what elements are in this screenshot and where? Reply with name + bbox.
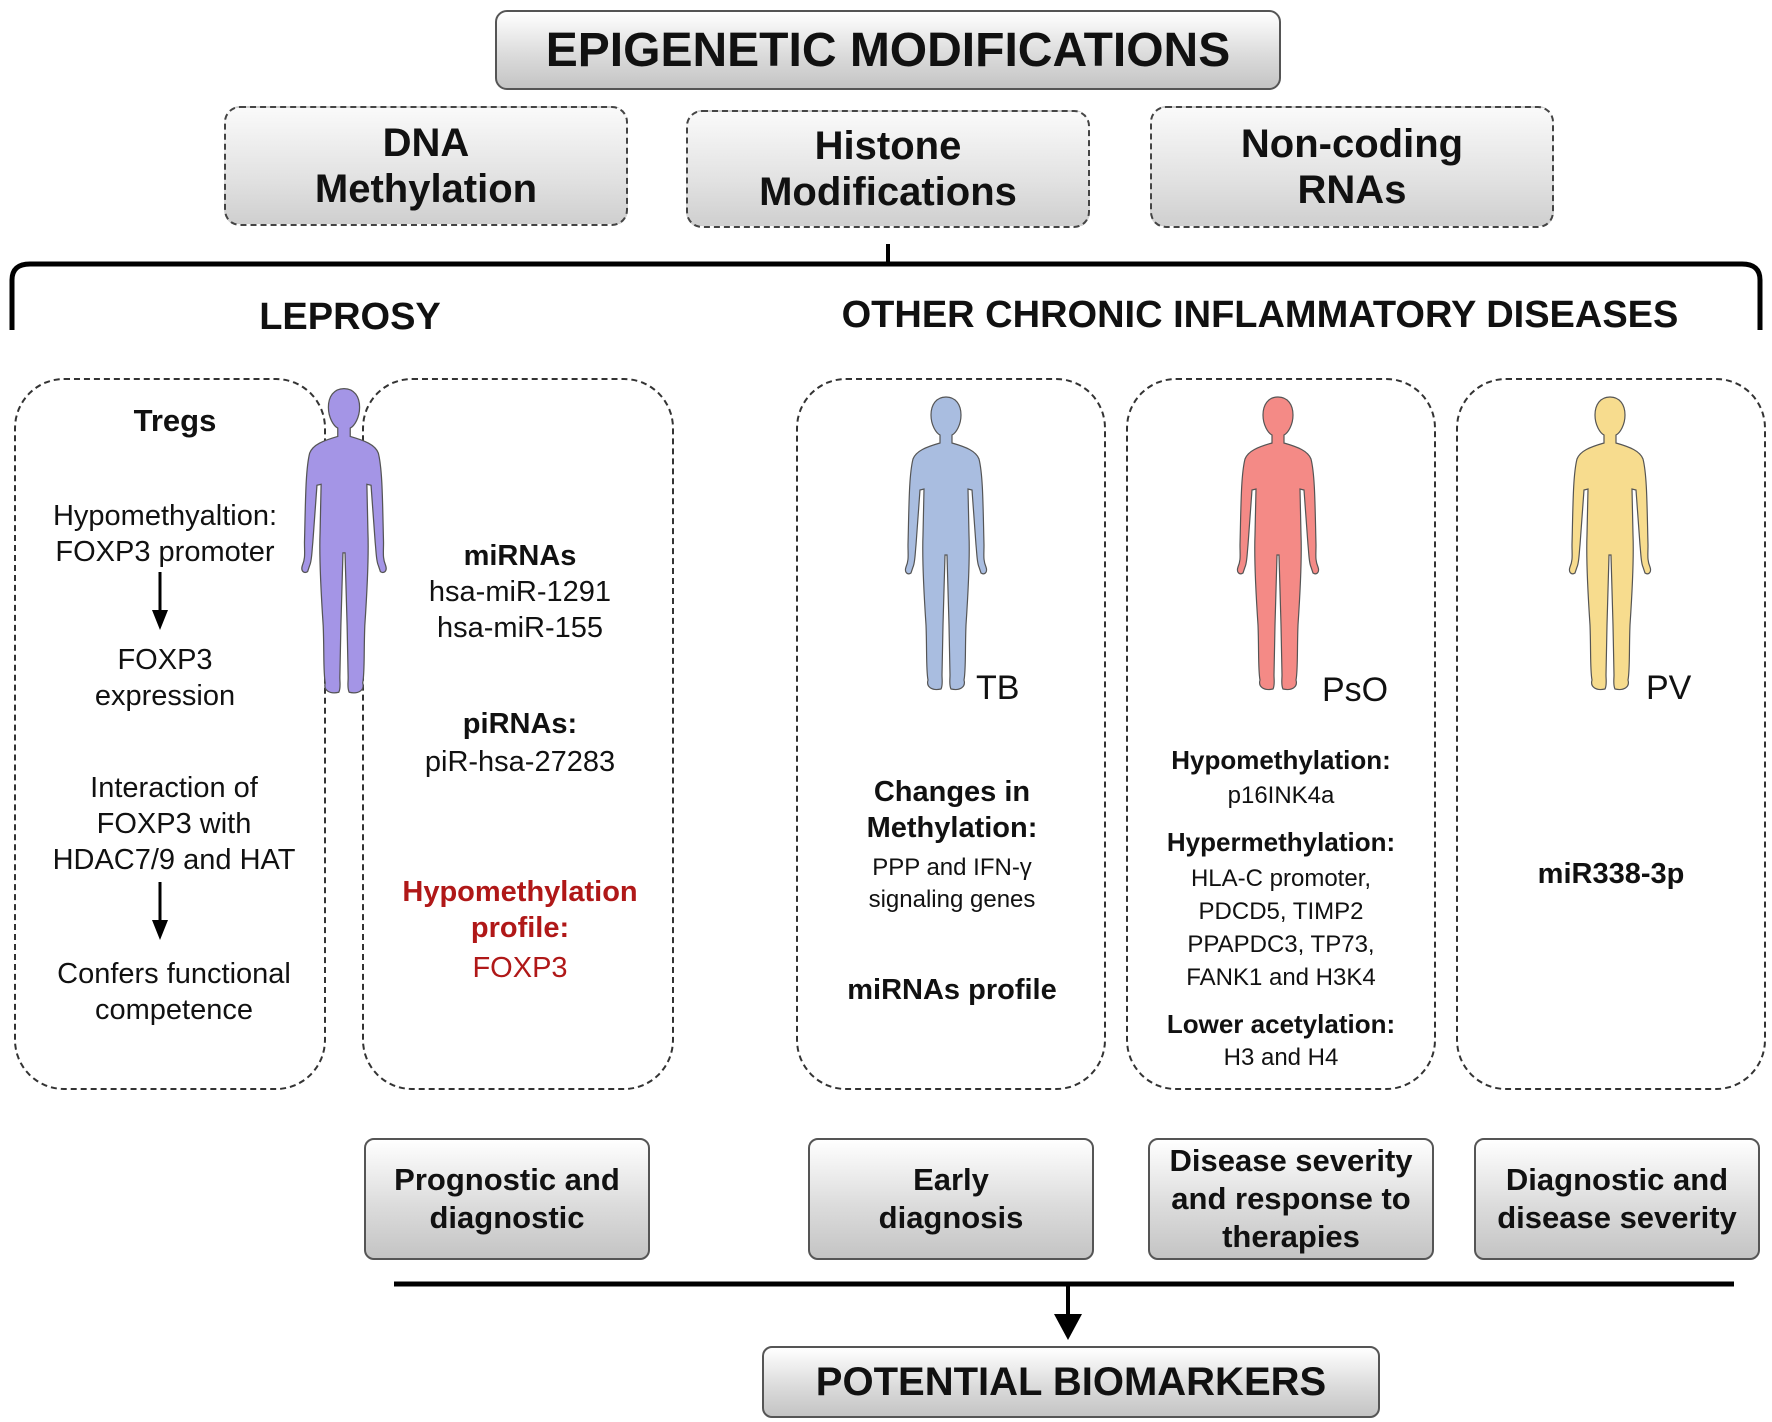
tregs-step1-line1: Hypomethyaltion: [52,500,278,532]
category-line2: RNAs [1297,168,1407,212]
category-non-coding-rnas: Non-coding RNAs [1150,106,1554,228]
tb-panel [796,378,1106,1090]
leprosy-mirna2: hsa-miR-155 [437,612,603,644]
tb-genes-line1: PPP and IFN-γ [872,854,1032,881]
tregs-step4-line2: competence [95,994,253,1026]
pv-mirna: miR338-3p [1537,858,1685,890]
section-leprosy: LEPROSY [259,296,441,338]
pso-hyper-line3: PPAPDC3, TP73, [1187,931,1375,958]
leprosy-pirna1: piR-hsa-27283 [424,746,616,778]
leprosy-hypo-line2: profile: [470,912,570,944]
down-arrow-icon [152,572,168,630]
tregs-step4-line1: Confers functional [57,958,291,990]
tregs-heading: Tregs [133,403,217,438]
outcome-pso: Disease severity and response to therapi… [1148,1138,1434,1260]
outcome-tb: Early diagnosis [808,1138,1094,1260]
category-line1: DNA [382,121,470,165]
pso-label: PsO [1322,671,1389,709]
pso-hyper-line2: PDCD5, TIMP2 [1198,898,1364,925]
outcome-line1: Diagnostic and [1505,1162,1729,1197]
pso-hyper-line4: FANK1 and H3K4 [1186,964,1376,991]
category-line2: Modifications [759,170,1017,214]
outcome-line1: Disease severity [1169,1143,1413,1178]
footer-text: POTENTIAL BIOMARKERS [815,1359,1327,1404]
tb-genes-line2: signaling genes [868,886,1036,913]
outcome-line1: Early [913,1162,989,1197]
pso-hyper-list: HLA-C promoter, PDCD5, TIMP2 PPAPDC3, TP… [1136,862,1426,994]
tregs-panel [14,378,326,1090]
title-box: EPIGENETIC MODIFICATIONS [495,10,1281,90]
outcome-line2: disease severity [1497,1200,1737,1235]
tb-changes-line2: Methylation: [866,812,1038,844]
outcome-line2: diagnostic [429,1200,585,1235]
tregs-step3: Interaction of FOXP3 with HDAC7/9 and HA… [24,770,324,878]
outcome-line3: therapies [1222,1219,1360,1254]
outcome-line2: and response to [1171,1181,1411,1216]
outcome-leprosy: Prognostic and diagnostic [364,1138,650,1260]
tregs-step3-line3: HDAC7/9 and HAT [52,844,296,876]
tregs-step2-line2: expression [94,680,236,712]
leprosy-hypo-line1: Hypomethylation [402,876,638,908]
tregs-step2-line1: FOXP3 [117,644,213,676]
tregs-step3-line2: FOXP3 with [96,808,252,840]
leprosy-mirna-list: hsa-miR-1291 hsa-miR-155 [390,574,650,646]
leprosy-hypo-value: FOXP3 [472,952,568,984]
pso-hyper-heading: Hypermethylation: [1166,827,1396,857]
outcome-pv: Diagnostic and disease severity [1474,1138,1760,1260]
tregs-step2: FOXP3 expression [20,642,310,714]
tregs-step3-line1: Interaction of [90,772,258,804]
category-line1: Non-coding [1240,122,1464,166]
title-text: EPIGENETIC MODIFICATIONS [545,23,1231,77]
leprosy-rna-panel [362,378,674,1090]
leprosy-mirna1: hsa-miR-1291 [428,576,612,608]
tregs-step4: Confers functional competence [24,956,324,1028]
leprosy-pirnas-heading: piRNAs: [462,708,578,740]
pv-label: PV [1646,669,1692,707]
pv-panel [1456,378,1766,1090]
down-arrow-icon [152,882,168,940]
category-histone-modifications: Histone Modifications [686,110,1090,228]
tb-changes-heading: Changes in Methylation: [820,774,1084,846]
pso-panel [1126,378,1436,1090]
tregs-step1-line2: FOXP3 promoter [55,536,275,568]
section-other-diseases: OTHER CHRONIC INFLAMMATORY DISEASES [841,294,1679,336]
pso-hypo-value: p16INK4a [1227,782,1335,809]
tb-changes-line1: Changes in [873,776,1031,808]
pso-hyper-line1: HLA-C promoter, [1190,865,1372,892]
tb-genes: PPP and IFN-γ signaling genes [820,852,1084,916]
tb-mirnas-profile: miRNAs profile [847,974,1057,1006]
category-dna-methylation: DNA Methylation [224,106,628,226]
outcome-line2: diagnosis [878,1200,1024,1235]
pso-hypo-heading: Hypomethylation: [1171,745,1391,775]
tregs-step1: Hypomethyaltion: FOXP3 promoter [20,498,310,570]
tb-label: TB [976,669,1020,707]
pso-acet-heading: Lower acetylation: [1166,1009,1396,1039]
category-line2: Methylation [314,167,538,211]
footer-box: POTENTIAL BIOMARKERS [762,1346,1380,1418]
leprosy-mirnas-heading: miRNAs [463,540,577,572]
outcome-line1: Prognostic and [394,1162,620,1197]
category-line1: Histone [814,124,962,168]
leprosy-hypo-heading: Hypomethylation profile: [380,874,660,946]
pso-acet-value: H3 and H4 [1223,1044,1339,1071]
